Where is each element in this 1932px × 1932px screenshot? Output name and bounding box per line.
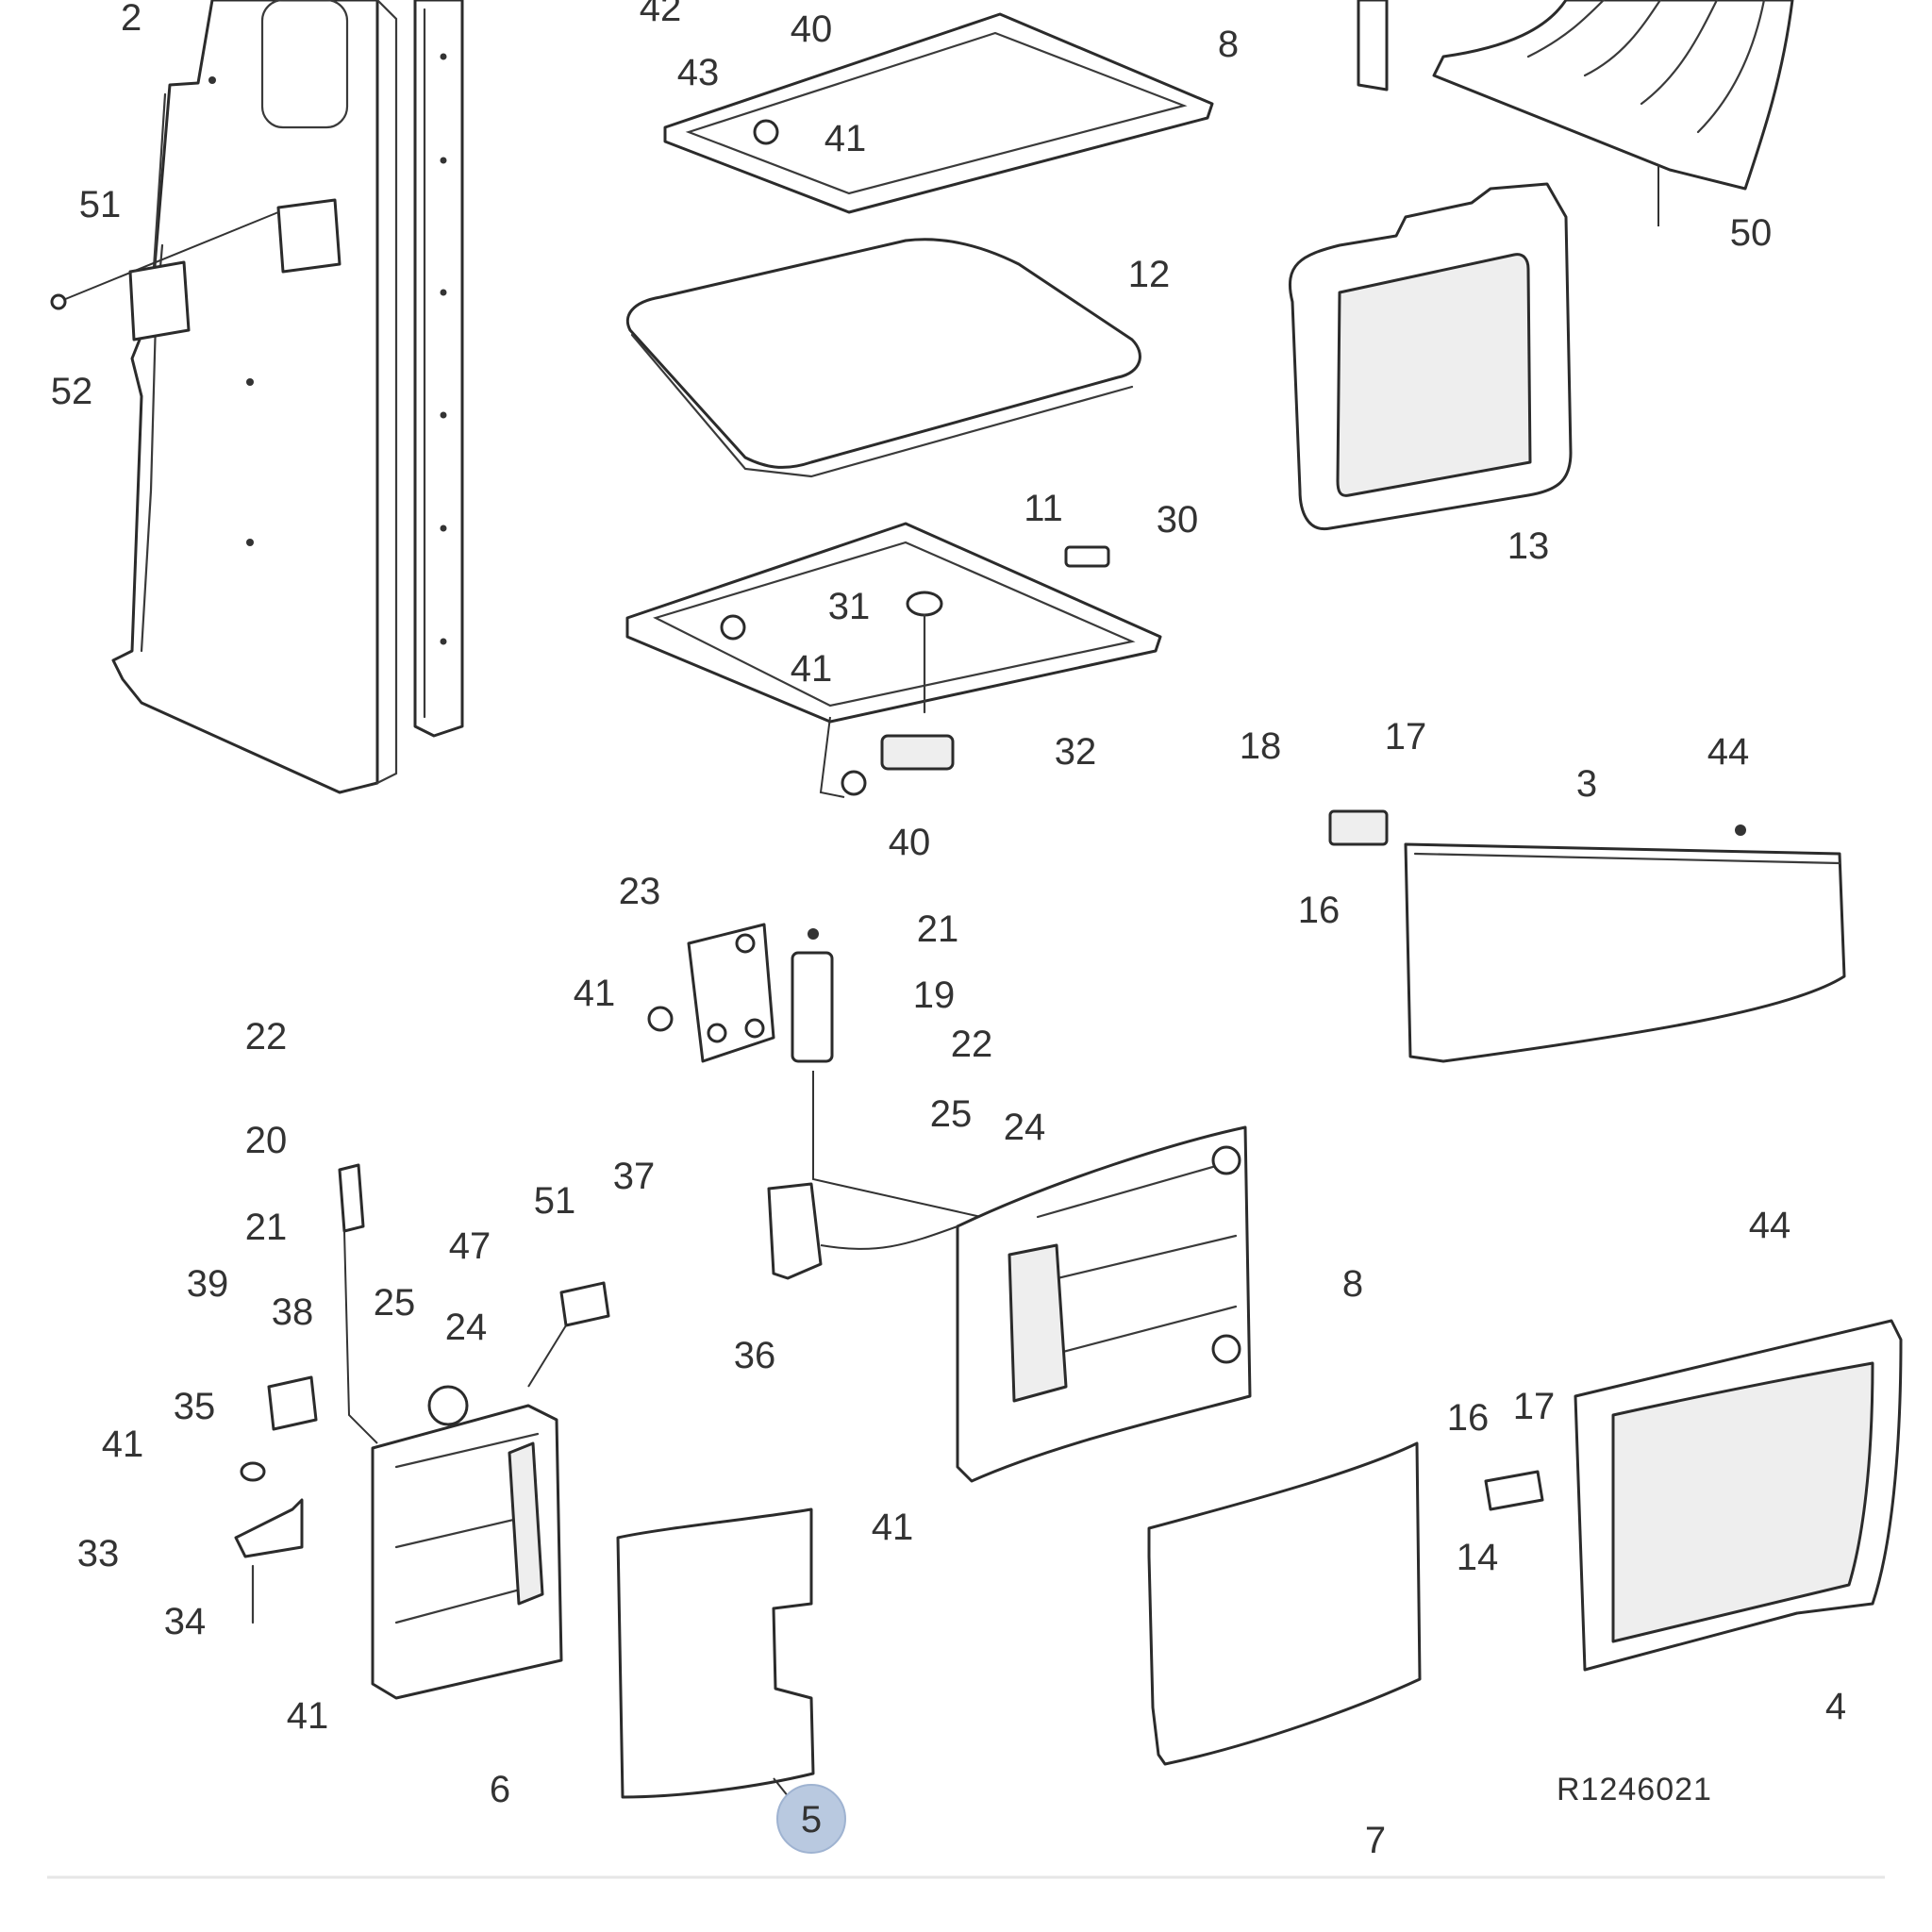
callout-c-33: 33	[77, 1533, 120, 1574]
callout-c-6: 6	[490, 1769, 510, 1810]
callout-c-8b: 8	[1342, 1263, 1363, 1305]
callout-c-25b: 25	[374, 1282, 416, 1324]
callout-c-2: 2	[121, 0, 142, 39]
hinge-parts-33-39	[234, 1375, 469, 1624]
callout-c-22b: 22	[951, 1024, 993, 1065]
callout-c-24b: 24	[445, 1307, 488, 1348]
highlight-callout-5[interactable]: 5	[773, 1777, 846, 1854]
label-plate-51	[50, 198, 341, 341]
vertical-rail	[413, 0, 464, 738]
callout-c-12: 12	[1128, 254, 1171, 295]
hinge-36	[767, 1182, 958, 1280]
callout-c-36: 36	[734, 1335, 776, 1376]
shelf-frame-8-top	[663, 12, 1214, 214]
callout-c-30: 30	[1157, 499, 1199, 541]
callout-c-37: 37	[613, 1156, 656, 1197]
callout-c-19: 19	[913, 974, 956, 1016]
callout-c-21a: 21	[917, 908, 959, 950]
callout-c-24a: 24	[1004, 1107, 1046, 1148]
shelf-mechanism-31-32	[819, 591, 955, 798]
callout-c-23: 23	[619, 871, 661, 912]
callout-c-34: 34	[164, 1601, 207, 1642]
callout-c-41e: 41	[872, 1507, 914, 1548]
door-panel-7	[1147, 1441, 1422, 1766]
callout-c-20: 20	[245, 1120, 288, 1161]
callout-c-18: 18	[1240, 725, 1282, 767]
callout-c-44b: 44	[1749, 1205, 1791, 1246]
callout-c-7: 7	[1365, 1820, 1386, 1861]
callout-c-41d: 41	[102, 1424, 144, 1465]
callout-c-47: 47	[449, 1225, 491, 1267]
callout-c-32: 32	[1055, 731, 1097, 773]
callout-c-40a: 40	[791, 8, 833, 50]
callout-c-41c: 41	[574, 973, 616, 1014]
callout-c-50: 50	[1730, 212, 1773, 254]
bin-frame-4	[1484, 1319, 1903, 1672]
callout-c-16a: 16	[1298, 890, 1341, 931]
callout-c-41f: 41	[287, 1695, 329, 1737]
callout-c-52: 52	[51, 371, 93, 412]
duct-frame-13	[1288, 182, 1573, 531]
glass-shelf-12	[625, 238, 1141, 478]
callout-c-22a: 22	[245, 1016, 288, 1058]
callout-c-51b: 51	[534, 1180, 576, 1222]
callout-c-25a: 25	[930, 1093, 973, 1135]
callout-c-44a: 44	[1707, 731, 1750, 773]
callout-c-39: 39	[187, 1263, 229, 1305]
callout-c-13: 13	[1507, 525, 1550, 567]
callout-c-16b: 16	[1447, 1397, 1490, 1439]
reference-code: R1246021	[1557, 1772, 1712, 1807]
callout-c-11: 11	[1024, 488, 1063, 529]
callout-c-21b: 21	[245, 1207, 288, 1248]
callout-c-41a: 41	[824, 118, 867, 159]
callout-c-35: 35	[174, 1386, 216, 1427]
callout-c-14: 14	[1457, 1537, 1499, 1578]
callout-c-41b: 41	[791, 648, 833, 690]
side-panel	[111, 0, 398, 794]
callout-c-17a: 17	[1385, 716, 1427, 758]
highlight-label: 5	[801, 1799, 822, 1840]
hinge-bracket-23	[647, 923, 775, 1063]
shelf-frame-11	[625, 522, 1162, 724]
callout-c-17b: 17	[1513, 1386, 1556, 1427]
callout-c-8a: 8	[1218, 24, 1239, 65]
door-frame-8	[956, 1125, 1252, 1483]
callout-c-40b: 40	[889, 822, 931, 863]
callout-c-43: 43	[677, 52, 720, 93]
grille-top-right	[1357, 0, 1794, 226]
hinge-19	[791, 928, 982, 1218]
door-frame-6	[338, 1163, 610, 1700]
callout-c-42: 42	[640, 0, 682, 29]
callout-c-4: 4	[1825, 1686, 1846, 1727]
callout-c-38: 38	[272, 1291, 314, 1333]
callout-c-3: 3	[1576, 763, 1597, 805]
crisper-cover-3	[1328, 809, 1846, 1063]
callout-c-51a: 51	[79, 184, 122, 225]
callout-c-31: 31	[828, 586, 871, 627]
door-panel-5	[616, 1507, 815, 1799]
